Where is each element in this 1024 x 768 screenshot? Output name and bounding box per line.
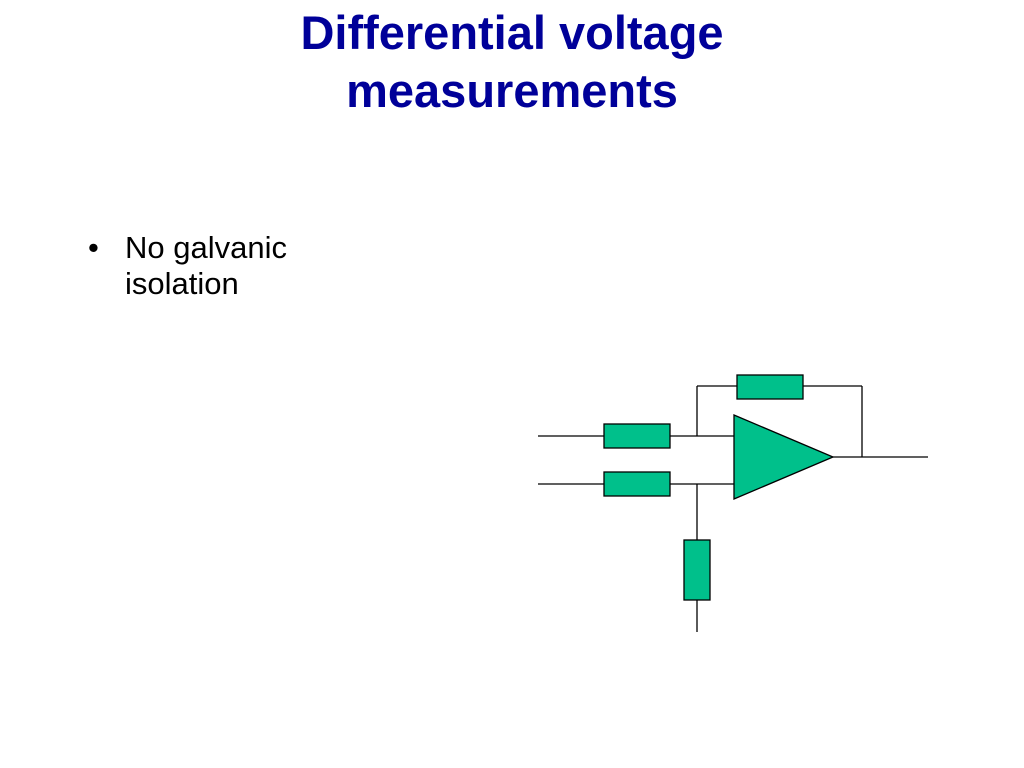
slide-title-line-2: measurements <box>346 64 678 117</box>
ground-resistor <box>683 539 711 601</box>
bullet-marker: • <box>88 230 99 265</box>
bullet-list: • No galvanic isolation <box>88 230 388 302</box>
op-amp-triangle <box>733 414 835 500</box>
input-resistor-1 <box>603 423 671 449</box>
components <box>603 374 835 601</box>
bullet-item: • No galvanic isolation <box>88 230 388 302</box>
bullet-text: No galvanic isolation <box>125 230 287 301</box>
input-resistor-2 <box>603 471 671 497</box>
feedback-resistor <box>736 374 804 400</box>
slide-title-line-1: Differential voltage <box>300 6 724 59</box>
wires <box>538 385 928 632</box>
slide-title: Differential voltage measurements <box>112 4 912 120</box>
